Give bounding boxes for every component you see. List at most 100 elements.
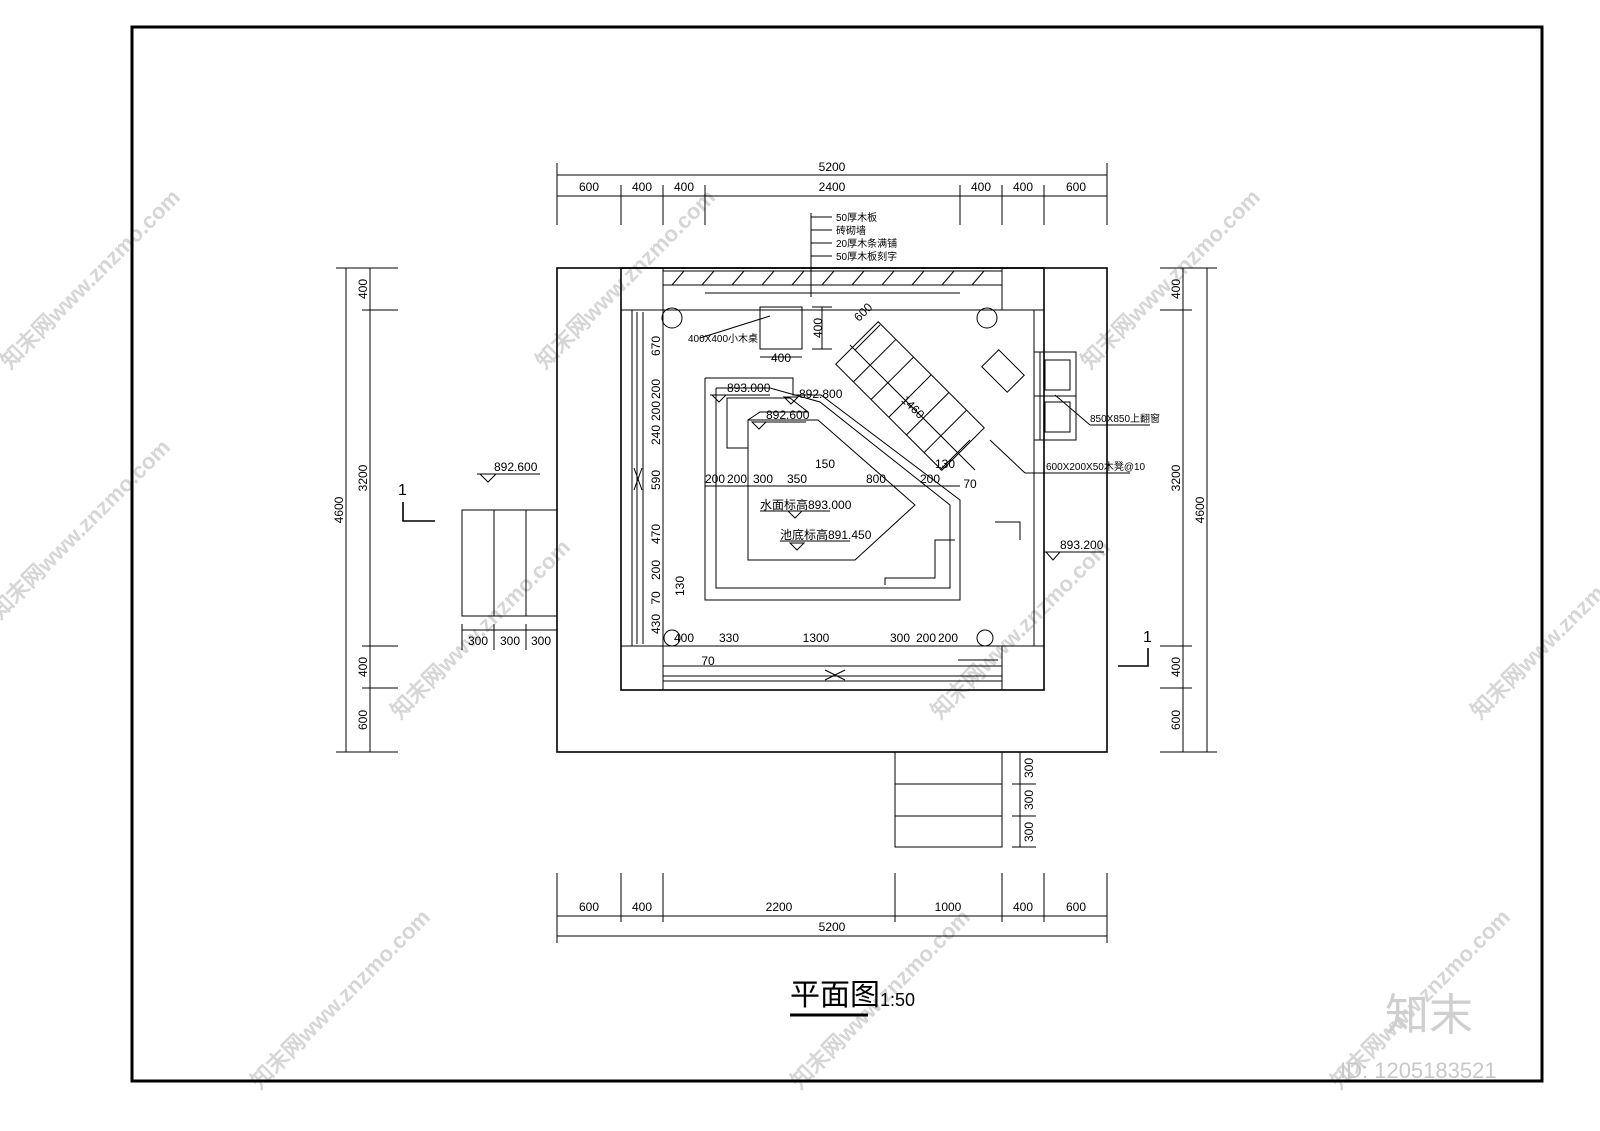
dim-pool-6: 800 bbox=[866, 472, 886, 486]
material-note-1: 50厚木板 bbox=[836, 211, 877, 224]
dim-pool-5: 150 bbox=[815, 457, 835, 471]
stair-dim-bottom-3: 300 bbox=[1022, 822, 1036, 842]
dim-row-7: 70 bbox=[701, 654, 715, 668]
wall-outer bbox=[620, 267, 1045, 691]
dim-pool-4: 350 bbox=[787, 472, 807, 486]
svg-text:1: 1 bbox=[1143, 629, 1152, 646]
material-note-4: 50厚木板刻字 bbox=[836, 250, 897, 263]
dim-top-5: 400 bbox=[971, 180, 991, 194]
dim-left-1: 400 bbox=[356, 279, 370, 299]
dim-col-4: 240 bbox=[649, 425, 663, 445]
dim-col-8: 130 bbox=[673, 576, 687, 596]
dim-table-h: 400 bbox=[811, 318, 825, 338]
image-id: ID: 1205183521 bbox=[1340, 1058, 1497, 1083]
dim-pool-8: 130 bbox=[935, 457, 955, 471]
pillar bbox=[620, 645, 664, 691]
pool-edge-outer bbox=[704, 377, 961, 601]
dim-pool-7: 200 bbox=[920, 472, 940, 486]
watermark-text: 知末网www.znzmo.com bbox=[386, 534, 575, 723]
level-pool-edge-right: 892.800 bbox=[799, 387, 843, 401]
material-note-2: 砖砌墙 bbox=[836, 224, 866, 237]
drawing-title: 平面图 bbox=[790, 979, 880, 1012]
level-water: 水面标高893.000 bbox=[760, 497, 852, 512]
sheet-frame bbox=[130, 25, 1544, 1083]
pillar bbox=[1001, 267, 1045, 311]
dim-bottom-1: 600 bbox=[579, 900, 599, 914]
watermark-text: 知末网www.znzmo.com bbox=[1466, 534, 1600, 723]
stair-dim-bottom-1: 300 bbox=[1022, 758, 1036, 778]
inner-dims: 400 400 600 1460 200 200 300 350 150 800… bbox=[649, 300, 1002, 668]
dim-bottom-3: 2200 bbox=[766, 900, 793, 914]
dim-col-1: 670 bbox=[649, 336, 663, 356]
level-entry: 892.600 bbox=[494, 460, 538, 474]
stair-dim-left-3: 300 bbox=[531, 634, 551, 648]
dim-right-overall: 4600 bbox=[1193, 496, 1207, 523]
dim-bottom-6: 600 bbox=[1066, 900, 1086, 914]
dim-col-7: 200 bbox=[649, 560, 663, 580]
dim-col-10: 430 bbox=[649, 614, 663, 634]
dim-top-7: 600 bbox=[1066, 180, 1086, 194]
dim-bottom-4: 1000 bbox=[935, 900, 962, 914]
dim-pool-9: 70 bbox=[963, 477, 977, 491]
dim-left-2: 3200 bbox=[356, 464, 370, 491]
pool-edge-mid bbox=[715, 387, 951, 589]
section-mark-right: 1 bbox=[1118, 629, 1152, 667]
dim-col-6: 470 bbox=[649, 524, 663, 544]
dim-row-2: 330 bbox=[719, 631, 739, 645]
bottom-dimension-chain: 600 400 2200 1000 400 600 5200 bbox=[556, 873, 1108, 943]
table-label: 400X400小木桌 bbox=[688, 332, 758, 345]
top-dimension-chain: 5200 600 400 400 2400 400 400 600 bbox=[556, 160, 1108, 225]
watermark-text: 知末网www.znzmo.com bbox=[0, 434, 175, 623]
dim-right-3: 400 bbox=[1169, 657, 1183, 677]
level-pool-edge: 893.000 bbox=[727, 381, 771, 395]
pool-step bbox=[726, 397, 810, 449]
dim-pool-2: 200 bbox=[727, 472, 747, 486]
building-plan: 300 300 300 300 300 300 1 1 bbox=[398, 267, 1152, 848]
dim-row-4: 300 bbox=[890, 631, 910, 645]
dim-pool-3: 300 bbox=[753, 472, 773, 486]
watermark-text: 知末网www.znzmo.com bbox=[531, 184, 720, 373]
brand-watermark: 知末 ID: 1205183521 bbox=[1340, 991, 1497, 1083]
dim-top-2: 400 bbox=[632, 180, 652, 194]
entry-stair-bottom bbox=[894, 751, 1003, 848]
dim-col-3: 200 bbox=[649, 401, 663, 421]
dim-row-1: 400 bbox=[674, 631, 694, 645]
watermark-text: 知末网www.znzmo.com bbox=[246, 904, 435, 1093]
dim-left-4: 600 bbox=[356, 710, 370, 730]
left-dimension-chain: 4600 400 3200 400 600 bbox=[332, 267, 398, 753]
top-wall-strip bbox=[662, 270, 1003, 286]
dim-bottom-5: 400 bbox=[1013, 900, 1033, 914]
dim-col-5: 590 bbox=[649, 470, 663, 490]
level-pool-inner: 892.600 bbox=[766, 408, 810, 422]
dim-table-w: 400 bbox=[771, 351, 791, 365]
watermark-layer: 知末网www.znzmo.com 知末网www.znzmo.com 知末网www… bbox=[0, 184, 1600, 1093]
dim-row-5: 200 bbox=[916, 631, 936, 645]
brand-logo-text: 知末 bbox=[1385, 991, 1473, 1040]
dim-pool-1: 200 bbox=[705, 472, 725, 486]
dim-top-4: 2400 bbox=[819, 180, 846, 194]
notes: 50厚木板 砖砌墙 20厚木条满铺 50厚木板刻字 400X400小木桌 850… bbox=[688, 211, 1160, 474]
stair-dim-left-2: 300 bbox=[500, 634, 520, 648]
pool-inner bbox=[747, 419, 916, 561]
window-label: 850X850上翻窗 bbox=[1090, 412, 1160, 425]
watermark-text: 知末网www.znzmo.com bbox=[0, 184, 185, 373]
dim-overall-top: 5200 bbox=[819, 160, 846, 174]
dim-col-9: 70 bbox=[649, 591, 663, 605]
dim-top-3: 400 bbox=[674, 180, 694, 194]
dim-left-3: 400 bbox=[356, 657, 370, 677]
dim-top-1: 600 bbox=[579, 180, 599, 194]
svg-text:1: 1 bbox=[398, 482, 407, 499]
dim-col-2: 200 bbox=[649, 379, 663, 399]
bench-label: 600X200X50木凳@10 bbox=[1046, 461, 1146, 473]
dim-row-6: 200 bbox=[938, 631, 958, 645]
entry-stair-left bbox=[461, 509, 558, 617]
stair-dim-bottom-2: 300 bbox=[1022, 790, 1036, 810]
bench bbox=[835, 321, 985, 471]
dim-right-1: 400 bbox=[1169, 279, 1183, 299]
dim-row-3: 1300 bbox=[803, 631, 830, 645]
drawing-scale: 1:50 bbox=[880, 990, 915, 1010]
column bbox=[976, 629, 994, 647]
drawing-title-block: 平面图 1:50 bbox=[790, 979, 915, 1017]
column bbox=[976, 307, 998, 329]
